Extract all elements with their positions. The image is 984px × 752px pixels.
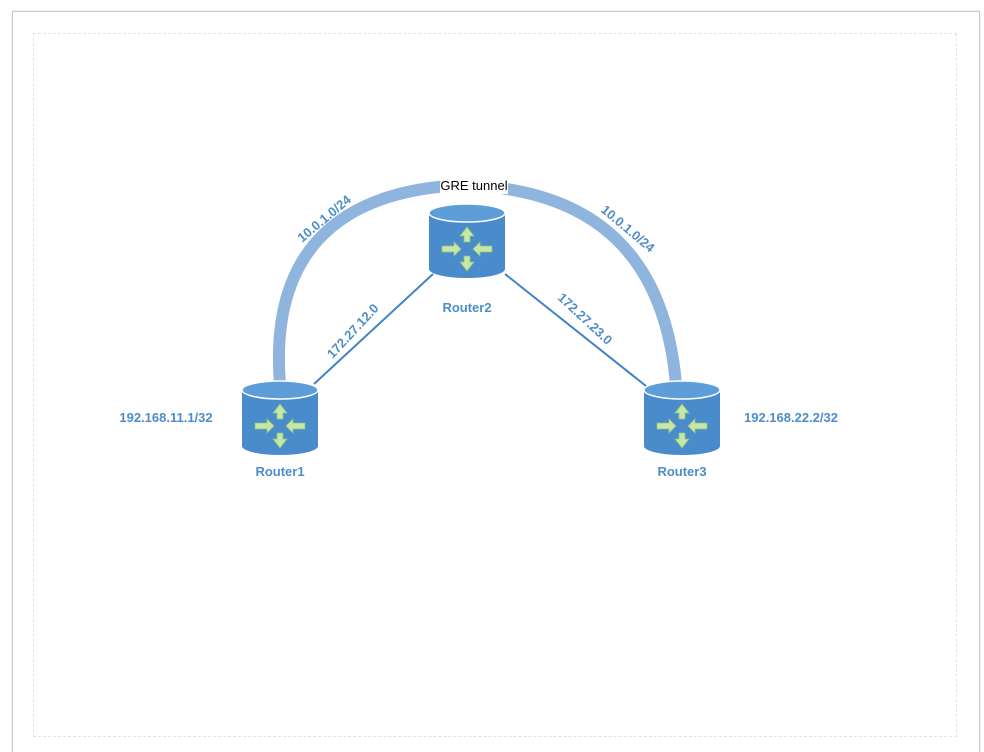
router1-loopback: 192.168.11.1/32	[119, 410, 212, 425]
gre-tunnel-label: GRE tunnel	[440, 178, 507, 193]
link-subnet-r2-r3: 172.27.23.0	[555, 290, 615, 348]
router2[interactable]	[428, 203, 506, 278]
router1[interactable]	[241, 380, 319, 455]
link-subnet-r1-r2: 172.27.12.0	[324, 301, 382, 361]
link-router1-router2	[313, 273, 434, 385]
router3-name: Router3	[657, 464, 706, 479]
page-sheet	[12, 11, 980, 752]
router3[interactable]	[643, 380, 721, 455]
link-router2-router3	[504, 273, 647, 387]
router1-name: Router1	[255, 464, 304, 479]
router2-name: Router2	[442, 300, 491, 315]
router3-loopback: 192.168.22.2/32	[744, 410, 838, 425]
page-margin-frame	[33, 33, 957, 737]
